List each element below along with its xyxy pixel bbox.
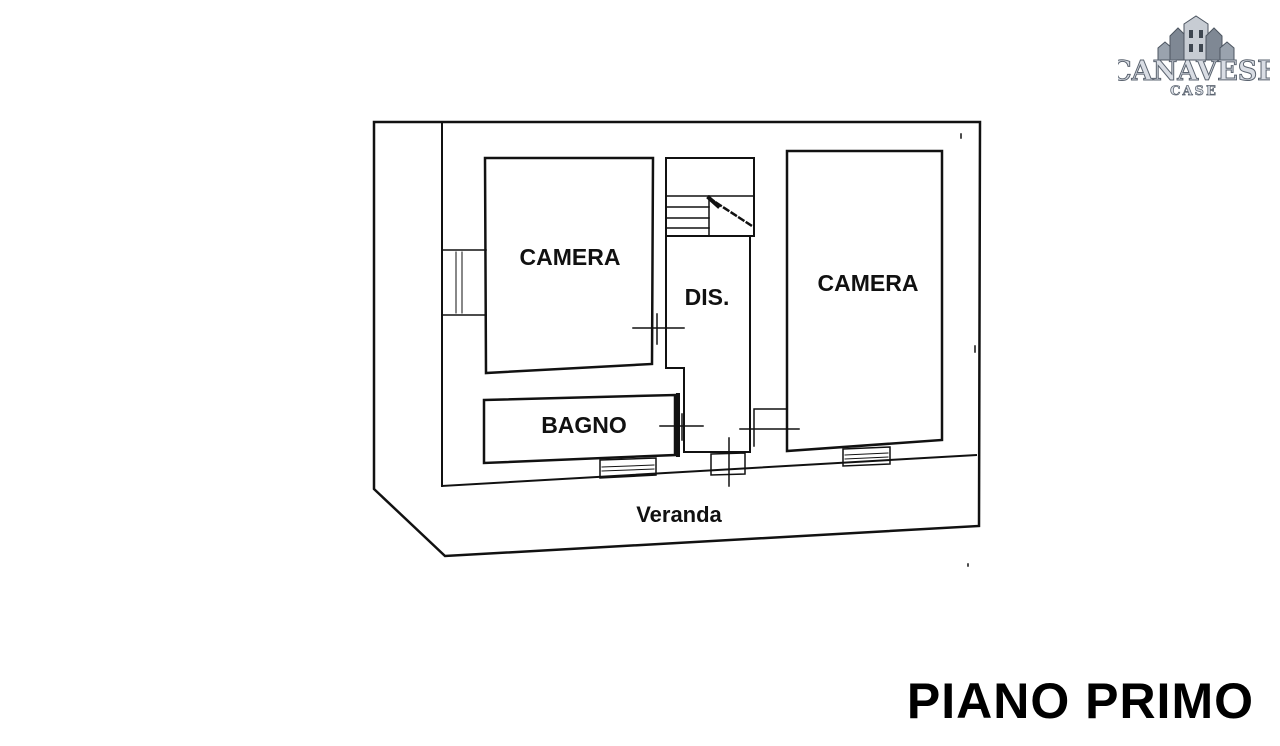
canavese-case-logo: CANAVESE CASE <box>1118 15 1270 99</box>
room-camera-left <box>483 156 655 375</box>
outer-wall <box>372 120 982 558</box>
window-veranda-right <box>842 446 891 467</box>
stair <box>665 195 755 237</box>
logo-name: CANAVESE <box>1118 56 1270 87</box>
room-label-bagno: BAGNO <box>541 412 627 438</box>
door-camera-left <box>632 313 685 345</box>
room-dis <box>665 235 751 453</box>
logo-sub: CASE <box>1170 84 1218 99</box>
floor-title: PIANO PRIMO <box>906 673 1254 729</box>
door-bagno <box>659 413 704 441</box>
room-label-camera-left: CAMERA <box>520 244 621 270</box>
door-camera-right <box>739 408 800 447</box>
room-label-dis: DIS. <box>685 284 730 310</box>
room-dis-upper <box>665 157 755 237</box>
room-label-camera-right: CAMERA <box>818 270 919 296</box>
door-veranda <box>710 437 746 487</box>
houses-icon <box>1157 15 1235 61</box>
room-camera-right <box>785 149 944 453</box>
room-bagno <box>482 393 677 465</box>
veranda-inner-wall <box>440 453 978 488</box>
room-label-veranda: Veranda <box>636 502 722 527</box>
window-left <box>441 249 487 316</box>
window-veranda-left <box>599 457 657 479</box>
